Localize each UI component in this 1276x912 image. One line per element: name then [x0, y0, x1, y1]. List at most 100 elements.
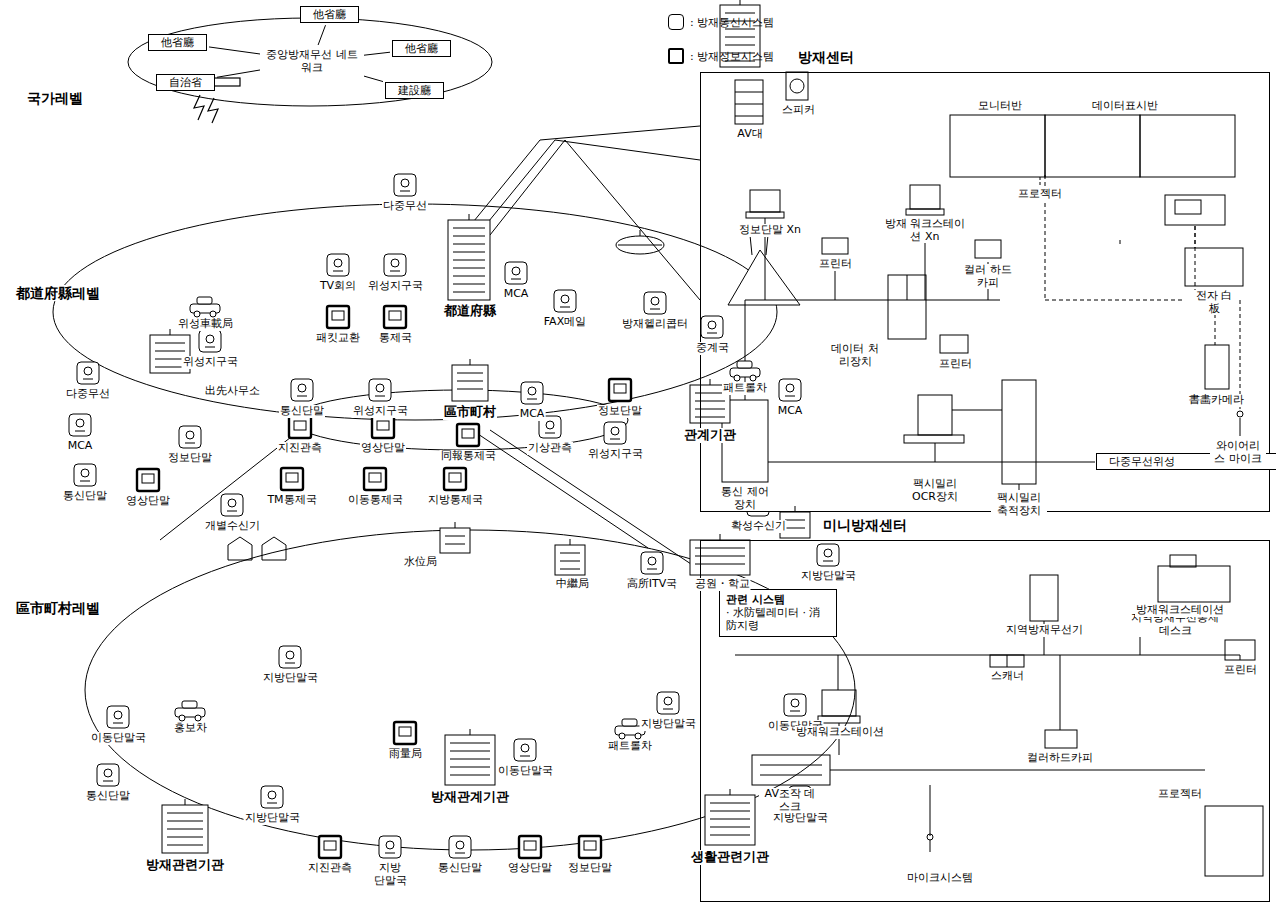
box-label: 自治省 — [169, 76, 202, 89]
part-label: 다중무선 — [65, 388, 111, 401]
icon-stroke — [369, 379, 391, 401]
icon-stroke — [185, 443, 195, 444]
part-label: 전자 白板 — [1193, 290, 1235, 315]
icon-stroke — [114, 711, 122, 719]
icon-stroke — [391, 259, 399, 267]
icon-stroke — [520, 756, 530, 757]
icon-stroke — [561, 295, 569, 303]
vehicle-icon — [730, 361, 760, 381]
icon-stroke — [104, 769, 112, 777]
info-system-icon — [327, 306, 349, 328]
icon-stroke — [453, 260, 485, 261]
icon-stroke — [453, 236, 485, 237]
icon-stroke — [107, 706, 129, 728]
icon-stroke — [445, 735, 495, 785]
comm-system-icon — [74, 464, 96, 486]
icon-stroke — [560, 553, 580, 554]
part-label: 프로젝터 — [1017, 188, 1063, 201]
icon-stroke — [385, 853, 395, 854]
icon-stroke — [327, 306, 349, 328]
comm-system-icon — [784, 694, 806, 716]
part-label: 패트롤차 — [607, 740, 653, 753]
part-label: 위성車載局 — [177, 318, 234, 331]
icon-stroke — [155, 367, 185, 368]
building-icon — [452, 359, 488, 401]
icon-stroke — [570, 539, 571, 545]
icon-stroke — [453, 284, 485, 285]
legend-text: : 방재통신시스템 — [690, 15, 774, 30]
icon-stroke — [74, 464, 96, 486]
part-label: 방재워크스테이션 — [1135, 604, 1225, 617]
box-label: 他省廳 — [313, 8, 346, 21]
icon-stroke — [579, 836, 601, 858]
icon-stroke — [657, 692, 679, 714]
icon-stroke — [182, 701, 197, 708]
icon-stroke — [784, 694, 806, 716]
icon-stroke — [750, 375, 756, 381]
icon-stroke — [77, 362, 99, 384]
part-label: 영상단말 — [507, 862, 553, 875]
icon-stroke — [324, 841, 336, 850]
icon-stroke — [545, 433, 555, 434]
icon-stroke — [528, 387, 536, 395]
system-box: 관련 시스템· 水防텔레미터 · 消防지령 — [719, 589, 837, 637]
icon-stroke — [162, 805, 208, 853]
icon-stroke — [824, 549, 832, 557]
icon-stroke — [268, 791, 276, 799]
network-link — [364, 76, 383, 81]
icon-stroke — [449, 836, 471, 858]
part-label: 기상관측 — [527, 442, 573, 455]
icon-stroke — [785, 528, 805, 529]
icon-stroke — [701, 316, 723, 338]
part-label: 와이어리스 마이크 — [1210, 440, 1266, 465]
icon-stroke — [453, 292, 485, 293]
part-label: AV대 — [736, 128, 763, 141]
info-system-icon — [394, 722, 416, 744]
box-label: 他省廳 — [405, 42, 438, 55]
icon-stroke — [611, 427, 619, 435]
part-label: 지방통제국 — [427, 494, 484, 507]
part-label: 이동통제국 — [347, 494, 404, 507]
icon-stroke — [332, 311, 344, 320]
part-label: TV회의 — [319, 280, 357, 293]
icon-stroke — [514, 739, 536, 761]
icon-stroke — [179, 715, 185, 721]
part-label: 스피커 — [781, 104, 816, 117]
icon-stroke — [179, 426, 201, 448]
icon-stroke — [210, 311, 216, 317]
part-label: 모니터반 — [977, 100, 1023, 113]
part-label: 컬러 하드카피 — [963, 264, 1013, 289]
comm-system-icon — [327, 254, 349, 276]
legend-text: : 방재정보시스템 — [690, 49, 774, 64]
legend-row: : 방재통신시스템 — [668, 14, 774, 30]
system-box: 他省廳 — [392, 40, 451, 57]
icon-stroke — [389, 311, 401, 320]
icon-stroke — [205, 347, 215, 348]
icon-stroke — [167, 821, 203, 822]
part-label: 지방단말국 — [640, 718, 697, 731]
icon-stroke — [453, 252, 485, 253]
icon-stroke — [450, 775, 490, 776]
icon-stroke — [80, 481, 90, 482]
comm-system-icon — [69, 414, 91, 436]
icon-stroke — [170, 329, 171, 335]
icon-stroke — [333, 271, 343, 272]
icon-stroke — [379, 836, 401, 858]
icon-stroke — [708, 321, 716, 329]
part-label: FAX메일 — [543, 316, 587, 329]
icon-stroke — [690, 540, 750, 575]
info-system-icon — [579, 836, 601, 858]
legend-swatch — [668, 48, 684, 64]
icon-stroke — [377, 421, 389, 430]
icon-stroke — [375, 396, 385, 397]
icon-stroke — [725, 13, 755, 14]
icon-stroke — [453, 228, 485, 229]
comm-system-icon — [554, 290, 576, 312]
icon-stroke — [334, 259, 342, 267]
icon-stroke — [647, 569, 657, 570]
level-label: 都道府縣레벨 — [15, 285, 101, 301]
icon-stroke — [69, 414, 91, 436]
comm-system-icon — [394, 174, 416, 196]
part-label: 지진관측 — [277, 442, 323, 455]
icon-stroke — [710, 379, 711, 385]
